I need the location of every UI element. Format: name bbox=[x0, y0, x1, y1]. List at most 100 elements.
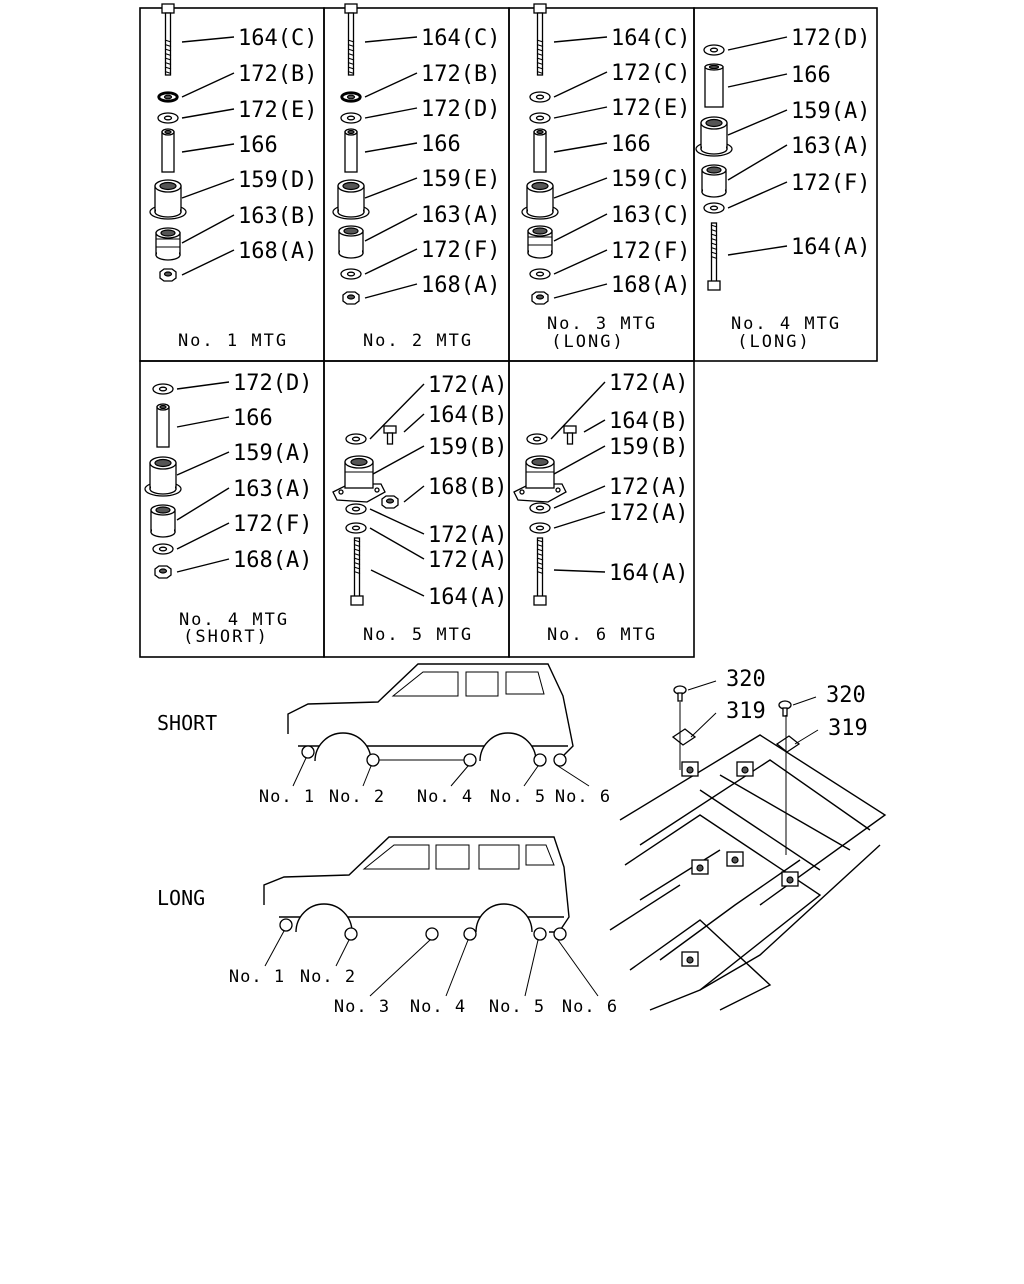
part-label: 166 bbox=[233, 406, 273, 431]
vehicle-label-short: SHORT bbox=[157, 711, 217, 735]
part-bolt-short bbox=[383, 425, 397, 445]
mount-caption: No. 4 MTG bbox=[179, 610, 289, 630]
part-label: 163(A) bbox=[233, 477, 312, 502]
part-washer bbox=[340, 268, 362, 280]
part-washer bbox=[526, 433, 548, 445]
mount-caption: No. 5 MTG bbox=[363, 625, 473, 645]
part-label: 166 bbox=[421, 132, 461, 157]
part-washer bbox=[345, 433, 367, 445]
mount-point-label: No. 1 bbox=[259, 787, 315, 807]
frame-hole bbox=[786, 876, 794, 884]
part-label: 159(C) bbox=[611, 167, 690, 192]
part-washer-dark bbox=[340, 91, 362, 103]
mount-point bbox=[301, 745, 315, 759]
part-washer-dark bbox=[157, 91, 179, 103]
mount-point bbox=[425, 927, 439, 941]
panel-mtg5: 172(A)164(B)159(B)168(B)172(A)172(A)164(… bbox=[332, 373, 507, 645]
frame-hole bbox=[741, 766, 749, 774]
part-label: 164(B) bbox=[428, 403, 507, 428]
part-label: 172(A) bbox=[609, 475, 688, 500]
parts-grid bbox=[139, 7, 878, 658]
mount-point bbox=[533, 927, 547, 941]
frame-rail bbox=[659, 859, 801, 961]
frame-hole bbox=[686, 766, 694, 774]
part-bolt-short bbox=[563, 425, 577, 445]
frame-callout: 319 bbox=[726, 699, 766, 724]
part-label: 163(C) bbox=[611, 203, 690, 228]
frame-hole bbox=[731, 856, 739, 864]
frame-callout: 319 bbox=[828, 716, 868, 741]
panel-mtg6: 172(A)164(B)159(B)172(A)172(A)164(A)No. … bbox=[513, 371, 688, 645]
mount-point-label: No. 4 bbox=[417, 787, 473, 807]
panel-mtg1: 164(C)172(B)172(E)166159(D)163(B)168(A)N… bbox=[149, 3, 317, 351]
mount-caption: No. 1 MTG bbox=[178, 331, 288, 351]
part-label: 164(B) bbox=[609, 409, 688, 434]
part-label: 164(A) bbox=[609, 561, 688, 586]
mount-caption: (SHORT) bbox=[183, 627, 269, 647]
part-label: 172(F) bbox=[611, 239, 690, 264]
part-washer bbox=[340, 112, 362, 124]
mount-point-label: No. 2 bbox=[329, 787, 385, 807]
part-bolt-long-down bbox=[707, 222, 721, 291]
mount-point bbox=[553, 927, 567, 941]
part-washer bbox=[703, 44, 725, 56]
mount-point-label: No. 3 bbox=[334, 997, 390, 1017]
part-nut bbox=[531, 291, 549, 305]
frame-rail bbox=[624, 814, 822, 1011]
vehicle-window bbox=[525, 844, 555, 866]
wheel-arch bbox=[295, 903, 353, 933]
mount-point bbox=[344, 927, 358, 941]
mount-point bbox=[463, 753, 477, 767]
part-washer bbox=[529, 268, 551, 280]
part-mount-bracket bbox=[513, 455, 567, 503]
part-label: 172(E) bbox=[611, 96, 690, 121]
part-label: 166 bbox=[238, 133, 278, 158]
mount-point bbox=[463, 927, 477, 941]
part-label: 159(B) bbox=[609, 435, 688, 460]
frame-rail bbox=[609, 884, 681, 931]
part-nut bbox=[154, 565, 172, 579]
part-label: 163(A) bbox=[421, 203, 500, 228]
mount-point-label: No. 5 bbox=[490, 787, 546, 807]
panel-mtg3: 164(C)172(C)172(E)166159(C)163(C)172(F)1… bbox=[521, 3, 690, 352]
part-label: 164(C) bbox=[421, 26, 500, 51]
part-label: 164(C) bbox=[611, 26, 690, 51]
mount-point bbox=[533, 753, 547, 767]
panel-mtg2: 164(C)172(B)172(D)166159(E)163(A)172(F)1… bbox=[332, 3, 500, 351]
mount-point-label: No. 5 bbox=[489, 997, 545, 1017]
part-washer bbox=[529, 502, 551, 514]
mount-caption: No. 4 MTG bbox=[731, 314, 841, 334]
part-mount-flange bbox=[332, 179, 370, 220]
part-bolt-long-up bbox=[344, 3, 358, 76]
vehicle-window bbox=[505, 671, 545, 695]
bolt-320-shank bbox=[677, 692, 683, 702]
part-washer bbox=[703, 202, 725, 214]
part-bushing-dark bbox=[527, 225, 553, 259]
part-nut bbox=[381, 495, 399, 509]
part-label: 159(A) bbox=[791, 99, 870, 124]
part-label: 172(F) bbox=[791, 171, 870, 196]
mount-caption: (LONG) bbox=[737, 332, 810, 352]
part-label: 172(B) bbox=[238, 62, 317, 87]
mount-caption: No. 3 MTG bbox=[547, 314, 657, 334]
part-washer bbox=[529, 112, 551, 124]
part-label: 172(C) bbox=[611, 61, 690, 86]
mount-point-label: No. 2 bbox=[300, 967, 356, 987]
part-label: 172(D) bbox=[233, 371, 312, 396]
part-bolt-long-down bbox=[350, 537, 364, 606]
part-label: 172(A) bbox=[609, 501, 688, 526]
part-bolt-long-up bbox=[161, 3, 175, 76]
part-mount-flange bbox=[521, 179, 559, 220]
part-label: 172(D) bbox=[421, 97, 500, 122]
frame-callout: 320 bbox=[726, 667, 766, 692]
part-label: 159(E) bbox=[421, 167, 500, 192]
part-mount-flange bbox=[695, 116, 733, 157]
part-label: 168(A) bbox=[238, 239, 317, 264]
part-mount-bracket bbox=[332, 455, 386, 503]
part-washer bbox=[529, 91, 551, 103]
part-label: 172(F) bbox=[421, 238, 500, 263]
wheel-arch bbox=[314, 732, 372, 762]
